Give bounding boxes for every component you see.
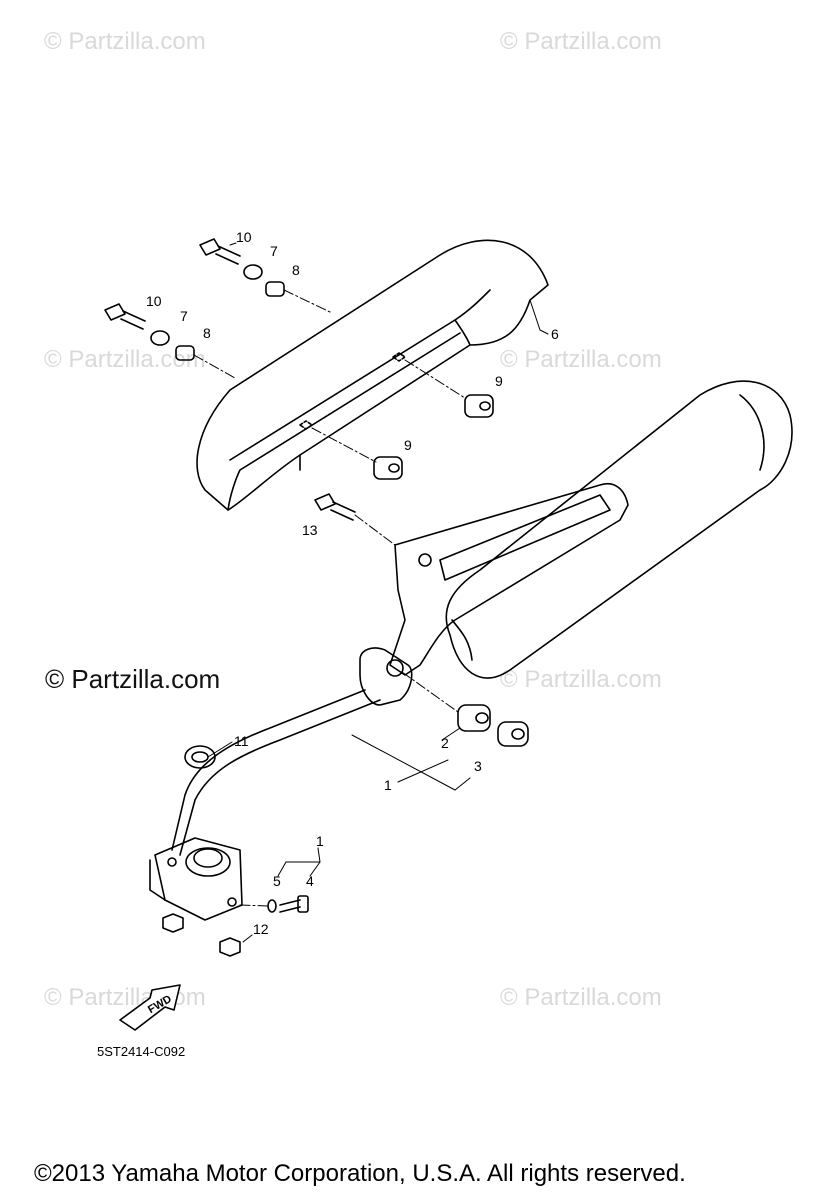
- callout-label: 8: [203, 325, 211, 341]
- bolt-part-10-upper: [199, 238, 241, 265]
- bolt-part-13: [314, 493, 356, 521]
- callout-label: 1: [316, 833, 324, 849]
- damper-part-9-lower: [373, 456, 403, 480]
- nut-part-12-left: [162, 913, 184, 933]
- leader-lines: [207, 242, 549, 943]
- exhaust-pipe: [149, 689, 381, 921]
- muffler-body: [445, 380, 793, 679]
- callout-label: 9: [495, 373, 503, 389]
- muffler-bracket: [359, 483, 629, 706]
- callout-label: 13: [302, 522, 318, 538]
- watermark: © Partzilla.com: [500, 984, 662, 1011]
- collar-part-8-upper: [265, 281, 285, 297]
- callout-label: 12: [253, 921, 269, 937]
- watermark-prominent: © Partzilla.com: [45, 664, 221, 694]
- callout-label: 11: [234, 733, 249, 749]
- watermark: © Partzilla.com: [500, 28, 662, 55]
- callout-label: 2: [441, 735, 449, 751]
- assembly-lines: [193, 289, 466, 907]
- washer-part-5: [267, 899, 277, 913]
- damper-part-9-upper: [464, 394, 494, 418]
- watermark: © Partzilla.com: [44, 28, 206, 55]
- bolt-part-10-lower: [104, 303, 146, 330]
- callout-label: 7: [180, 308, 188, 324]
- bolt-part-4: [279, 895, 309, 913]
- callout-label: 10: [236, 229, 252, 245]
- damper-part-2: [457, 704, 491, 732]
- callout-label: 5: [273, 873, 281, 889]
- callout-label: 6: [551, 326, 559, 342]
- callout-label: 8: [292, 262, 300, 278]
- watermark: © Partzilla.com: [500, 666, 662, 693]
- copyright-notice: ©2013 Yamaha Motor Corporation, U.S.A. A…: [34, 1160, 686, 1187]
- damper-part-3: [497, 721, 529, 747]
- collar-part-8-lower: [175, 345, 195, 361]
- callout-label: 4: [306, 873, 314, 889]
- callout-label: 7: [270, 243, 278, 259]
- forward-arrow-icon: [119, 984, 181, 1031]
- diagram-code: 5ST2414-C092: [97, 1044, 186, 1059]
- washer-part-7-upper: [243, 264, 263, 280]
- gasket-part-11: [184, 745, 216, 769]
- callout-label: 10: [146, 293, 162, 309]
- callout-label: 1: [384, 777, 392, 793]
- watermark: © Partzilla.com: [500, 346, 662, 373]
- heat-shield: [196, 239, 549, 511]
- callout-label: 9: [404, 437, 412, 453]
- nut-part-12-right: [219, 937, 241, 957]
- callout-label: 3: [474, 758, 482, 774]
- washer-part-7-lower: [150, 330, 170, 346]
